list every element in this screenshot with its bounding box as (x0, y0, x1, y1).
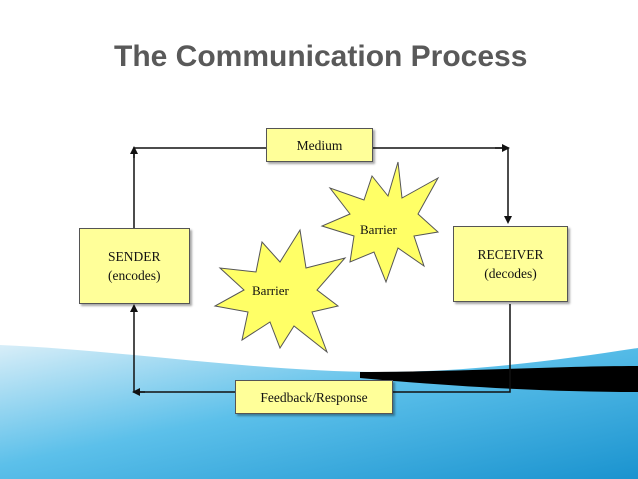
barrier-left-label: Barrier (252, 283, 289, 298)
sender-label: SENDER (108, 249, 161, 264)
background-wave-dark (360, 366, 638, 392)
medium-box: Medium (266, 128, 373, 162)
barrier-burst-left (213, 228, 347, 354)
sender-box: SENDER (encodes) (79, 228, 190, 304)
arrow-sender-to-medium (133, 147, 266, 228)
feedback-box: Feedback/Response (235, 380, 393, 414)
sender-sublabel: (encodes) (108, 268, 161, 283)
receiver-sublabel: (decodes) (484, 266, 537, 281)
receiver-box: RECEIVER (decodes) (453, 226, 568, 302)
arrow-receiver-to-feedback (393, 304, 511, 393)
receiver-label: RECEIVER (477, 247, 544, 262)
medium-label: Medium (296, 137, 343, 153)
feedback-label: Feedback/Response (260, 389, 368, 405)
barrier-right-label: Barrier (360, 222, 397, 237)
barrier-burst-right (320, 161, 440, 284)
page-title: The Communication Process (114, 40, 528, 73)
